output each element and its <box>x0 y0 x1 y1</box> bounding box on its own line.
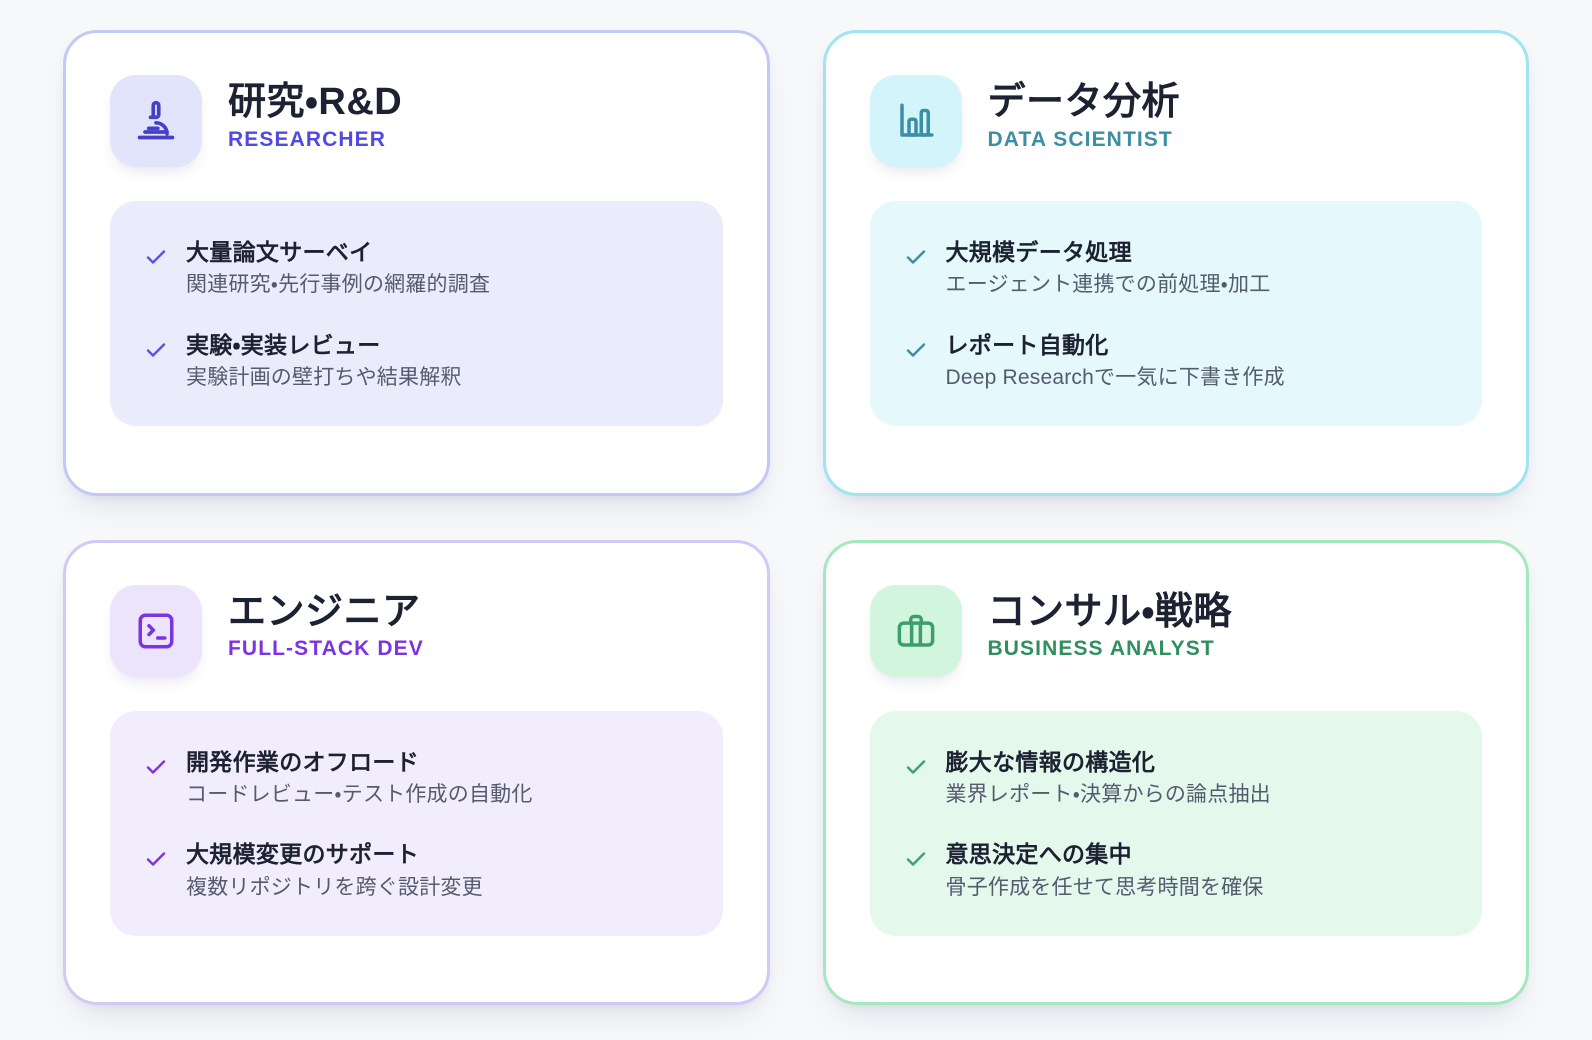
feature-description: Deep Researchで一気に下書き作成 <box>945 366 1285 390</box>
feature-text: 大規模データ処理 エージェント連携での前処理・加工 <box>946 239 1271 298</box>
card-title: コンサル・戦略 <box>987 590 1232 633</box>
persona-card-business-analyst[interactable]: コンサル・戦略 BUSINESS ANALYST 膨大な情報の構造化 業界レポー… <box>822 539 1529 1005</box>
check-icon <box>144 755 168 779</box>
card-header: コンサル・戦略 BUSINESS ANALYST <box>869 584 1483 677</box>
card-title: エンジニア <box>228 590 421 633</box>
check-icon <box>144 338 168 362</box>
microscope-icon-tile <box>110 75 202 167</box>
briefcase-icon <box>895 610 937 652</box>
card-subtitle: DATA SCIENTIST <box>987 127 1173 151</box>
feature-item: 大量論文サーベイ 関連研究・先行事例の網羅的調査 <box>144 239 689 298</box>
feature-text: 実験・実装レビュー 実験計画の壁打ちや結果解釈 <box>186 332 462 391</box>
feature-item: 膨大な情報の構造化 業界レポート・決算からの論点抽出 <box>904 749 1449 808</box>
feature-title: 意思決定への集中 <box>945 841 1132 868</box>
feature-title: 実験・実装レビュー <box>186 331 381 358</box>
card-subtitle: RESEARCHER <box>228 127 387 151</box>
persona-card-data-scientist[interactable]: データ分析 DATA SCIENTIST 大規模データ処理 エージェント連携での… <box>822 30 1529 496</box>
feature-title: 開発作業のオフロード <box>186 748 419 775</box>
feature-description: 骨子作成を任せて思考時間を確保 <box>945 875 1264 899</box>
card-subtitle: BUSINESS ANALYST <box>987 637 1215 661</box>
feature-text: 大量論文サーベイ 関連研究・先行事例の網羅的調査 <box>186 239 490 298</box>
feature-text: 大規模変更のサポート 複数リポジトリを跨ぐ設計変更 <box>186 841 483 900</box>
card-title: データ分析 <box>987 81 1181 123</box>
feature-text: 開発作業のオフロード コードレビュー・テスト作成の自動化 <box>186 749 533 808</box>
feature-text: 意思決定への集中 骨子作成を任せて思考時間を確保 <box>946 841 1264 900</box>
feature-item: 実験・実装レビュー 実験計画の壁打ちや結果解釈 <box>144 332 689 391</box>
feature-title: 大規模データ処理 <box>945 239 1132 265</box>
check-icon <box>144 847 168 871</box>
card-head-text: エンジニア FULL-STACK DEV <box>228 585 424 662</box>
check-icon <box>904 245 928 269</box>
card-header: データ分析 DATA SCIENTIST <box>869 75 1483 167</box>
terminal-icon-tile <box>110 584 202 677</box>
feature-list: 大量論文サーベイ 関連研究・先行事例の網羅的調査 実験・実装レビュー 実験計画の… <box>110 201 723 427</box>
feature-description: 実験計画の壁打ちや結果解釈 <box>186 366 462 390</box>
feature-description: コードレビュー・テスト作成の自動化 <box>186 782 533 806</box>
feature-title: 大量論文サーベイ <box>186 239 373 265</box>
feature-item: 大規模データ処理 エージェント連携での前処理・加工 <box>904 239 1449 298</box>
feature-text: レポート自動化 Deep Researchで一気に下書き作成 <box>946 332 1285 391</box>
card-header: エンジニア FULL-STACK DEV <box>110 584 723 677</box>
microscope-icon <box>134 99 178 143</box>
card-subtitle: FULL-STACK DEV <box>228 637 424 661</box>
check-icon <box>144 245 168 269</box>
card-head-text: 研究・R&D RESEARCHER <box>228 75 402 152</box>
feature-item: レポート自動化 Deep Researchで一気に下書き作成 <box>904 332 1449 391</box>
feature-title: 膨大な情報の構造化 <box>945 748 1156 775</box>
bar-chart-icon-tile <box>869 75 962 167</box>
check-icon <box>904 755 928 779</box>
feature-description: 関連研究・先行事例の網羅的調査 <box>186 273 491 297</box>
check-icon <box>904 847 928 871</box>
briefcase-icon-tile <box>869 584 962 677</box>
feature-description: 業界レポート・決算からの論点抽出 <box>945 782 1271 806</box>
feature-list: 膨大な情報の構造化 業界レポート・決算からの論点抽出 意思決定への集中 骨子作成… <box>869 710 1482 936</box>
card-title: 研究・R&D <box>228 81 403 123</box>
feature-description: エージェント連携での前処理・加工 <box>945 273 1271 297</box>
check-icon <box>904 338 928 362</box>
feature-description: 複数リポジトリを跨ぐ設計変更 <box>186 875 483 899</box>
feature-text: 膨大な情報の構造化 業界レポート・決算からの論点抽出 <box>946 749 1271 808</box>
card-head-text: コンサル・戦略 BUSINESS ANALYST <box>988 585 1232 662</box>
persona-card-engineer[interactable]: エンジニア FULL-STACK DEV 開発作業のオフロード コードレビュー・… <box>63 539 770 1005</box>
feature-list: 開発作業のオフロード コードレビュー・テスト作成の自動化 大規模変更のサポート … <box>110 710 723 936</box>
card-head-text: データ分析 DATA SCIENTIST <box>988 75 1181 152</box>
card-header: 研究・R&D RESEARCHER <box>110 75 723 167</box>
feature-item: 大規模変更のサポート 複数リポジトリを跨ぐ設計変更 <box>144 841 689 900</box>
feature-list: 大規模データ処理 エージェント連携での前処理・加工 レポート自動化 Deep R… <box>869 201 1482 427</box>
feature-title: レポート自動化 <box>945 331 1109 358</box>
feature-item: 意思決定への集中 骨子作成を任せて思考時間を確保 <box>904 841 1449 900</box>
terminal-icon <box>135 610 177 652</box>
bar-chart-icon <box>895 100 937 142</box>
feature-title: 大規模変更のサポート <box>186 841 419 868</box>
persona-card-researcher[interactable]: 研究・R&D RESEARCHER 大量論文サーベイ 関連研究・先行事例の網羅的… <box>63 30 770 496</box>
feature-item: 開発作業のオフロード コードレビュー・テスト作成の自動化 <box>144 749 689 808</box>
